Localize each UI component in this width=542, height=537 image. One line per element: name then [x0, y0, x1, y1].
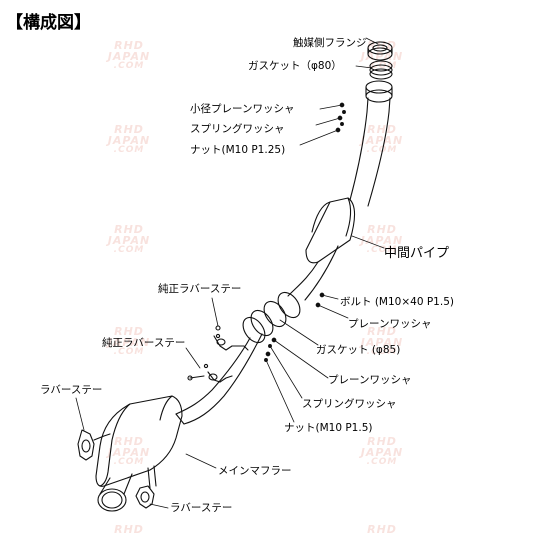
leader-lines — [75, 37, 385, 509]
label-spring-washer-top: スプリングワッシャ — [190, 123, 285, 135]
main-muffler — [95, 395, 185, 512]
label-oem-rubber-stay-1: 純正ラバーステー — [158, 283, 242, 295]
rubber-stay-bottom — [135, 485, 155, 509]
label-rubber-stay-left: ラバーステー — [40, 384, 103, 396]
label-nut-bottom: ナット(M10 P1.5) — [284, 422, 373, 434]
label-small-plain-washer: 小径プレーンワッシャ — [190, 103, 295, 115]
mid-pipe — [287, 111, 390, 301]
mid-pipe-front-flange — [365, 80, 393, 113]
label-mid-pipe: 中間パイプ — [384, 246, 450, 261]
page-title: 【構成図】 — [6, 13, 91, 33]
rubber-stay-left — [77, 429, 111, 461]
label-plain-washer-2: プレーンワッシャ — [328, 374, 412, 386]
oem-rubber-stay-2 — [187, 363, 233, 383]
main-muffler-pipe — [175, 333, 263, 425]
label-gasket-80: ガスケット（φ80） — [248, 60, 342, 72]
oem-rubber-stay-1 — [213, 325, 249, 351]
label-catalyst-flange: 触媒側フランジ — [293, 37, 367, 49]
label-nut-top: ナット(M10 P1.25) — [190, 144, 286, 156]
mid-joint-flange — [242, 291, 301, 344]
label-plain-washer-1: プレーンワッシャ — [348, 318, 432, 330]
gasket-80 — [369, 60, 393, 80]
catalyst-flange — [367, 41, 393, 61]
label-spring-washer-bottom: スプリングワッシャ — [302, 398, 397, 410]
label-rubber-stay-bottom: ラバーステー — [170, 502, 233, 514]
label-main-muffler: メインマフラー — [218, 465, 292, 477]
fasteners-top — [264, 102, 346, 362]
label-oem-rubber-stay-2: 純正ラバーステー — [102, 337, 186, 349]
label-bolt: ボルト (M10×40 P1.5) — [340, 296, 454, 308]
label-gasket-85: ガスケット (φ85) — [316, 344, 401, 356]
